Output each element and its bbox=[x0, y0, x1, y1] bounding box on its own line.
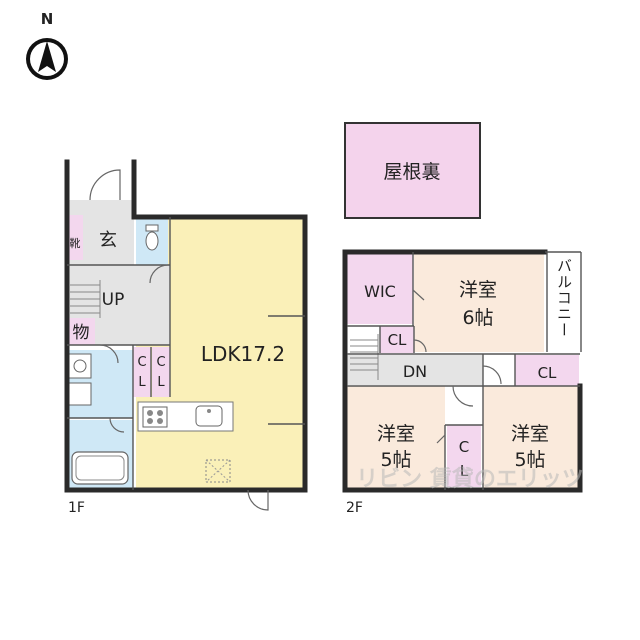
cl-right-label: CL bbox=[538, 364, 557, 382]
closet-2 bbox=[152, 347, 170, 397]
shoe-closet bbox=[67, 215, 83, 260]
bathtub-icon bbox=[71, 451, 129, 485]
cl-right bbox=[515, 355, 579, 386]
wic-room bbox=[347, 252, 413, 324]
cl-small bbox=[380, 326, 414, 353]
closet-1-c: C bbox=[137, 355, 146, 370]
fridge-space-icon bbox=[205, 459, 231, 483]
bedroom-right-size: 5帖 bbox=[514, 449, 545, 471]
watermark-text: リビン 賃貸のエリッツ bbox=[356, 466, 584, 492]
stove-icon bbox=[142, 406, 168, 428]
washing-machine-icon bbox=[68, 382, 92, 406]
genkan-label: 玄 bbox=[99, 230, 117, 251]
storage-room bbox=[67, 318, 95, 345]
washbasin-icon bbox=[68, 353, 92, 379]
closet-1 bbox=[133, 347, 151, 397]
closet-1-l: L bbox=[138, 375, 146, 390]
bedroom-left-name: 洋室 bbox=[377, 423, 415, 445]
closet-left-c: C bbox=[459, 438, 469, 456]
north-label: N bbox=[41, 10, 54, 28]
bedroom-5-left bbox=[347, 386, 445, 490]
floor-2-label: 2F bbox=[346, 500, 363, 516]
storage-label: 物 bbox=[73, 323, 90, 343]
stairs-1f bbox=[70, 280, 101, 318]
shoe-closet-label: 靴 bbox=[70, 236, 81, 250]
toilet-icon bbox=[145, 224, 159, 251]
stairs-up-label: UP bbox=[102, 290, 125, 310]
north-compass: N bbox=[26, 10, 68, 80]
ldk-label: LDK17.2 bbox=[201, 342, 285, 366]
attic-room bbox=[344, 122, 481, 219]
attic-label: 屋根裏 bbox=[383, 161, 440, 183]
stairs-2f bbox=[350, 334, 379, 380]
walls-1f bbox=[64, 159, 308, 493]
bedroom-right-name: 洋室 bbox=[511, 423, 549, 445]
bedroom-6 bbox=[414, 252, 544, 352]
doors-2f bbox=[412, 289, 502, 444]
north-arrow-icon bbox=[26, 38, 68, 80]
balcony-label: バルコニー bbox=[555, 258, 573, 338]
bedroom-6-name: 洋室 bbox=[459, 279, 497, 301]
bedroom-left-size: 5帖 bbox=[380, 449, 411, 471]
cl-small-label: CL bbox=[388, 331, 407, 349]
floor-2: 屋根裏 WIC CL DN CL 洋室 6帖 洋室 5帖 洋室 5帖 C L バ… bbox=[342, 122, 583, 516]
walls-2f bbox=[342, 249, 583, 493]
wic-label: WIC bbox=[364, 282, 396, 301]
bedroom-5-right bbox=[483, 386, 579, 490]
stairs-down-label: DN bbox=[403, 362, 427, 381]
closet-left-l: L bbox=[460, 462, 469, 480]
bedroom-6-size: 6帖 bbox=[462, 307, 493, 329]
balcony-area bbox=[547, 252, 581, 352]
closet-left bbox=[447, 425, 481, 487]
doors-1f bbox=[89, 169, 269, 511]
sink-icon bbox=[195, 405, 223, 427]
closet-2-l: L bbox=[157, 375, 165, 390]
floor-1-label: 1F bbox=[68, 500, 85, 516]
floor-1: 玄 靴 UP 物 C L C L LDK17.2 1F bbox=[64, 159, 308, 516]
closet-2-c: C bbox=[156, 355, 165, 370]
